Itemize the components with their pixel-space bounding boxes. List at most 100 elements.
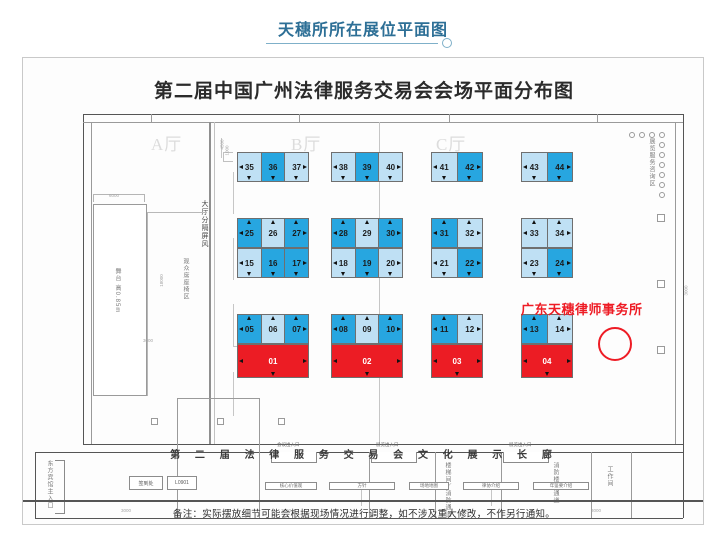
- booth-block[interactable]: 02: [331, 344, 403, 378]
- booth-block[interactable]: 01: [237, 344, 309, 378]
- booth-cell-27[interactable]: 27: [285, 219, 309, 247]
- booth-cell-09[interactable]: 09: [355, 315, 380, 343]
- booth-marker-right: [303, 230, 308, 235]
- booth-marker-up: [531, 316, 536, 320]
- booth-cell-34[interactable]: 34: [547, 219, 572, 247]
- booth-block[interactable]: 21 22: [431, 248, 483, 278]
- booth-cell-31[interactable]: 31: [432, 219, 458, 247]
- booth-cell-01[interactable]: 01: [238, 345, 308, 377]
- booth-cell-12[interactable]: 12: [457, 315, 482, 343]
- frame-line-right: [683, 114, 684, 444]
- booth-cell-04[interactable]: 04: [522, 345, 572, 377]
- gallery-stem-1: [361, 490, 362, 506]
- booth-marker-right: [477, 260, 481, 265]
- booth-cell-08[interactable]: 08: [332, 315, 356, 343]
- booth-number: 05: [244, 324, 254, 334]
- service-area-label: 展览服务咨询区: [648, 138, 654, 187]
- booth-marker-right: [303, 326, 308, 331]
- lower-partition-6: [591, 452, 592, 518]
- booth-number: 26: [268, 228, 278, 238]
- lobby-box-top: [177, 398, 259, 399]
- booth-cell-15[interactable]: 15: [238, 249, 262, 277]
- booth-cell-40[interactable]: 40: [379, 153, 403, 181]
- conference-entrance-doors: [271, 452, 317, 463]
- corridor-title: 第 二 届 法 律 服 务 交 易 会 文 化 展 示 长 廊: [170, 450, 558, 461]
- gallery-board-1: 核心价值观: [265, 482, 317, 490]
- booth-cell-29[interactable]: 29: [355, 219, 380, 247]
- booth-block[interactable]: 04: [521, 344, 573, 378]
- booth-cell-05[interactable]: 05: [238, 315, 262, 343]
- booth-cell-20[interactable]: 20: [379, 249, 403, 277]
- booth-cell-07[interactable]: 07: [285, 315, 309, 343]
- booth-number: 13: [529, 324, 539, 334]
- booth-cell-21[interactable]: 21: [432, 249, 458, 277]
- frame-tick-b: [299, 114, 300, 122]
- booth-marker-down: [340, 176, 345, 180]
- booth-cell-06[interactable]: 06: [261, 315, 286, 343]
- booth-cell-10[interactable]: 10: [379, 315, 403, 343]
- booth-cell-02[interactable]: 02: [332, 345, 402, 377]
- booth-marker-down: [294, 272, 299, 276]
- booth-marker-left: [433, 164, 437, 169]
- booth-number: 17: [292, 258, 302, 268]
- booth-block[interactable]: 25 26 27: [237, 218, 309, 248]
- booth-cell-37[interactable]: 37: [285, 153, 309, 181]
- booth-cell-26[interactable]: 26: [261, 219, 286, 247]
- gallery-board-4: 律协介绍: [463, 482, 519, 490]
- booth-marker-right: [397, 164, 402, 169]
- booth-cell-19[interactable]: 19: [355, 249, 380, 277]
- booth-cell-38[interactable]: 38: [332, 153, 356, 181]
- booth-marker-up: [364, 220, 369, 224]
- booth-marker-down: [557, 176, 562, 180]
- booth-number: 09: [362, 324, 372, 334]
- booth-cell-03[interactable]: 03: [432, 345, 482, 377]
- booth-cell-30[interactable]: 30: [379, 219, 403, 247]
- booth-cell-35[interactable]: 35: [238, 153, 262, 181]
- booth-cell-44[interactable]: 44: [547, 153, 572, 181]
- booth-cell-11[interactable]: 11: [432, 315, 458, 343]
- booth-marker-right: [397, 230, 402, 235]
- booth-cell-22[interactable]: 22: [457, 249, 482, 277]
- booth-number: 21: [439, 258, 449, 268]
- booth-cell-32[interactable]: 32: [457, 219, 482, 247]
- booth-marker-right: [303, 164, 308, 169]
- booth-cell-24[interactable]: 24: [547, 249, 572, 277]
- booth-cell-28[interactable]: 28: [332, 219, 356, 247]
- booth-block[interactable]: 13 14: [521, 314, 573, 344]
- booth-cell-39[interactable]: 39: [355, 153, 380, 181]
- booth-cell-33[interactable]: 33: [522, 219, 548, 247]
- booth-cell-16[interactable]: 16: [261, 249, 286, 277]
- booth-cell-41[interactable]: 41: [432, 153, 458, 181]
- booth-cell-43[interactable]: 43: [522, 153, 548, 181]
- booth-block[interactable]: 03: [431, 344, 483, 378]
- booth-cell-36[interactable]: 36: [261, 153, 286, 181]
- booth-marker-down: [246, 272, 251, 276]
- booth-cell-25[interactable]: 25: [238, 219, 262, 247]
- booth-cell-42[interactable]: 42: [457, 153, 482, 181]
- booth-marker-left: [433, 326, 437, 331]
- booth-marker-left: [333, 164, 337, 169]
- booth-block[interactable]: 08 09 10: [331, 314, 403, 344]
- booth-cell-18[interactable]: 18: [332, 249, 356, 277]
- booth-cell-23[interactable]: 23: [522, 249, 548, 277]
- hall-label-c: C厅: [436, 135, 467, 154]
- booth-marker-up: [270, 220, 275, 224]
- booth-marker-left: [523, 260, 527, 265]
- booth-cell-14[interactable]: 14: [547, 315, 572, 343]
- booth-cell-17[interactable]: 17: [285, 249, 309, 277]
- booth-cell-13[interactable]: 13: [522, 315, 548, 343]
- main-entrance-label: 东方宾馆主入口: [46, 460, 52, 509]
- bottom-dim-2: 3000: [281, 508, 292, 513]
